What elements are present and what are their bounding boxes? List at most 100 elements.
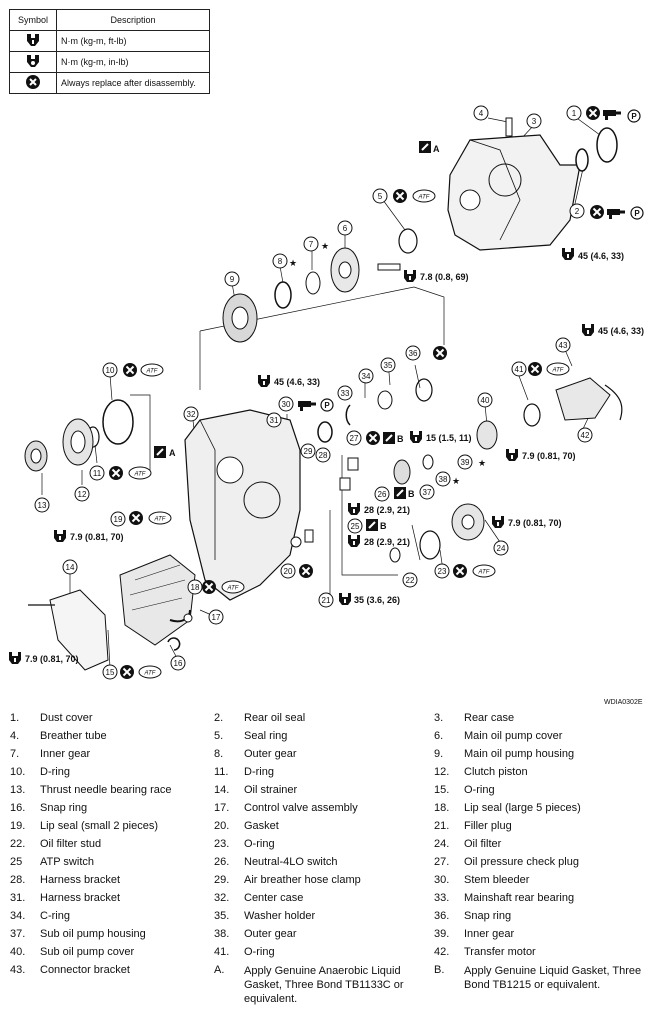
part-name: D-ring [40,766,70,778]
callout-37: 37 [419,484,435,500]
callout-number: 4 [479,109,484,118]
callout-number: 23 [438,567,447,576]
part-name: Breather tube [40,730,107,742]
o-ring [523,403,541,427]
part-number: 20. [214,820,230,832]
atf-badge: ATF [221,580,245,594]
part-number: 30. [434,874,450,886]
callout-number: 43 [559,341,568,350]
atf-label: ATF [227,586,239,592]
part-number: 19. [10,820,26,832]
callout-26: 26 [374,486,390,502]
star-mark: ★ [452,476,460,486]
part-name: Clutch piston [464,766,528,778]
callout-16: 16 [170,655,186,671]
part-name: Neutral-4LO switch [244,856,338,868]
part-entry: 34.C-ring [10,910,70,922]
mainshaft-rear-bearing [317,421,333,443]
part-number: 35. [214,910,230,922]
callout-38: 38 [435,471,451,487]
part-name: Apply Genuine Anaerobic Liquid Gasket, T… [244,965,404,1005]
part-name: Stem bleeder [464,874,530,886]
part-entry: 30. Stem bleeder [434,874,529,886]
part-name: Gasket [244,820,279,832]
callout-number: 11 [93,469,102,478]
outer-gear [422,454,434,470]
part-number: 32. [214,892,230,904]
part-entry: 14.Oil strainer [214,784,297,796]
sealant-mark-b: B [397,434,404,444]
part-number: 6. [434,730,444,742]
rear-oil-seal [575,148,589,172]
callout-28: 28 [315,447,331,463]
part-name: Main oil pump cover [464,730,563,742]
part-entry: 16.Snap ring [10,802,87,814]
callout-markers: 1234567891011121314151617181920212223242… [34,105,593,680]
callout-number: 13 [38,501,47,510]
part-name: Dust cover [40,712,93,724]
atf-badge: ATF [546,362,570,376]
part-number: 41. [214,946,230,958]
callout-number: 10 [106,366,115,375]
part-entry: 39.Inner gear [434,928,514,940]
atf-label: ATF [144,671,156,677]
torque-label: 45 (4.6, 33) [598,326,644,336]
washer-holder [377,390,393,410]
callout-43: 43 [555,337,571,353]
callout-29: 29 [300,443,316,459]
snap-ring [167,637,181,651]
figure-code: WDIA0302E [604,699,643,706]
callout-40: 40 [477,392,493,408]
part-entry: 42.Transfer motor [434,946,536,958]
callout-number: 42 [581,431,590,440]
callout-14: 14 [62,559,78,575]
callout-35: 35 [380,357,396,373]
callout-number: 25 [351,522,360,531]
callout-22: 22 [402,572,418,588]
part-name: Oil filter [464,838,502,850]
torque-label: 45 (4.6, 33) [578,251,624,261]
part-number: 25 [10,856,23,868]
callout-number: 27 [350,434,359,443]
outer-gear [274,281,292,309]
callout-number: 18 [191,583,200,592]
callout-number: 17 [212,613,221,622]
callout-7: 7 [303,236,319,252]
part-entry: 37.Sub oil pump housing [10,928,146,940]
torque-wrench-small-icon [9,51,57,73]
part-number: 22. [10,838,26,850]
part-number: 28. [10,874,26,886]
callout-number: 33 [341,389,350,398]
atf-badge: ATF [148,511,172,525]
callout-number: 39 [461,458,470,467]
part-entry: 22.Oil filter stud [10,838,101,850]
part-name: Air breather hose clamp [244,874,361,886]
symbol-legend: Symbol Description N·m (kg-m, ft-lb) N·m… [9,9,210,94]
part-entry: 9.Main oil pump housing [434,748,574,760]
part-name: Lip seal (large 5 pieces) [464,802,581,814]
rear-case [447,117,581,251]
callout-number: 29 [304,447,313,456]
callout-number: 28 [319,451,328,460]
control-valve-assembly [119,554,196,646]
part-name: Mainshaft rear bearing [464,892,575,904]
callout-5: 5 [372,188,388,204]
neutral-4lo-switch [347,457,359,471]
callout-25: 25 [347,518,363,534]
part-entry: 10.D-ring [10,766,70,778]
part-number: 37. [10,928,26,940]
callout-33: 33 [337,385,353,401]
part-number: 8. [214,748,224,760]
part-entry: 15.O-ring [434,784,495,796]
torque-label: 7.9 (0.81, 70) [508,518,562,528]
atf-label: ATF [146,369,158,375]
callout-18: 18 [187,579,203,595]
main-oil-pump-housing [222,293,258,343]
